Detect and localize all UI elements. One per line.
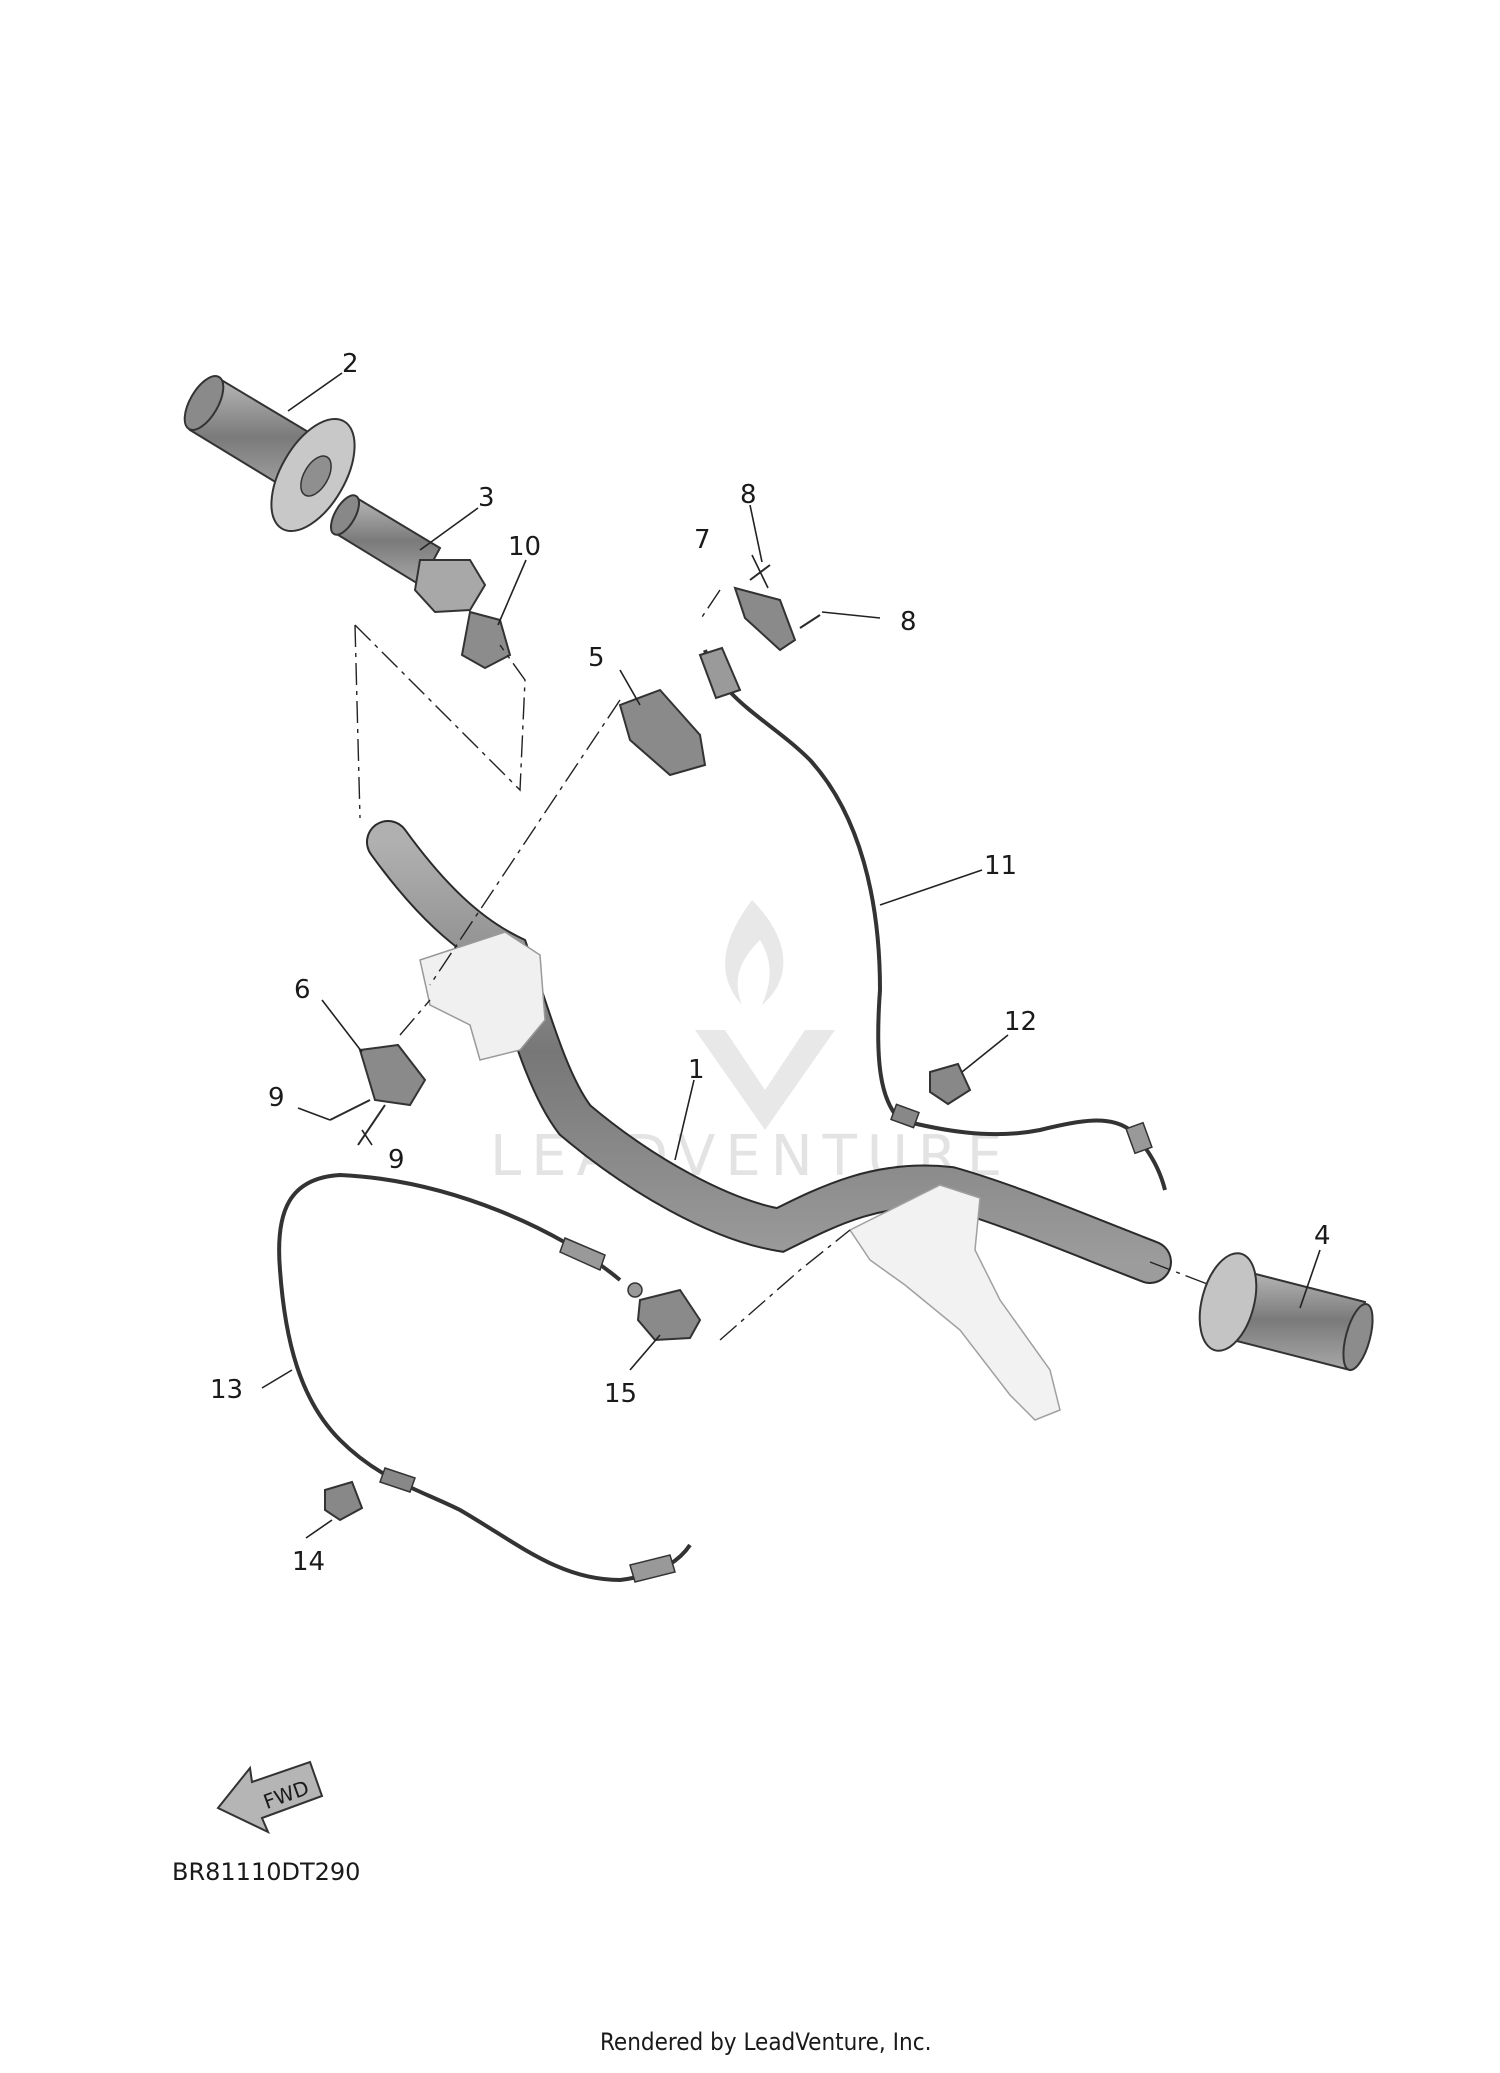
throttle-cable bbox=[698, 646, 1167, 1191]
callout-4: 4 bbox=[1314, 1221, 1331, 1251]
collar bbox=[460, 610, 512, 670]
callouts: 1 2 3 4 5 6 7 8 8 9 9 10 11 12 13 14 15 bbox=[210, 349, 1331, 1577]
leader-lines bbox=[261, 372, 1321, 1539]
footer-credit: Rendered by LeadVenture, Inc. bbox=[600, 2028, 931, 2056]
callout-2: 2 bbox=[342, 349, 359, 379]
callout-1: 1 bbox=[688, 1055, 705, 1085]
watermark: LEADVENTURE bbox=[490, 900, 1002, 1189]
callout-7: 7 bbox=[694, 525, 711, 555]
throttle-housing-upper bbox=[618, 688, 707, 777]
throttle-grip-tube bbox=[330, 494, 487, 614]
callout-9-left: 9 bbox=[268, 1083, 285, 1113]
callout-6: 6 bbox=[294, 975, 311, 1005]
diagram-code: BR81110DT290 bbox=[172, 1858, 360, 1886]
callout-10: 10 bbox=[508, 532, 541, 562]
cable-adjuster-12 bbox=[929, 1062, 972, 1106]
cover-plate bbox=[733, 586, 797, 652]
callout-11: 11 bbox=[984, 851, 1017, 881]
screws-9 bbox=[329, 1099, 386, 1146]
callout-14: 14 bbox=[292, 1547, 325, 1577]
leadventure-flame-logo bbox=[695, 900, 835, 1130]
callout-12: 12 bbox=[1004, 1007, 1037, 1037]
throttle-housing-lower bbox=[358, 1043, 427, 1107]
assembly-lines bbox=[354, 589, 1211, 1341]
handlebar bbox=[366, 820, 1172, 1421]
callout-13: 13 bbox=[210, 1375, 243, 1405]
callout-8-top: 8 bbox=[740, 480, 757, 510]
callout-5: 5 bbox=[588, 643, 605, 673]
callout-9-bottom: 9 bbox=[388, 1145, 405, 1175]
fwd-arrow-icon: FWD bbox=[216, 1760, 324, 1835]
clutch-cable bbox=[277, 1172, 692, 1583]
left-grip bbox=[183, 375, 356, 533]
cable-adjuster-14 bbox=[324, 1480, 364, 1522]
callout-8-right: 8 bbox=[900, 607, 917, 637]
clutch-adjuster-15 bbox=[627, 1282, 702, 1342]
callout-15: 15 bbox=[604, 1379, 637, 1409]
right-grip bbox=[1198, 1252, 1374, 1372]
callout-3: 3 bbox=[478, 483, 495, 513]
